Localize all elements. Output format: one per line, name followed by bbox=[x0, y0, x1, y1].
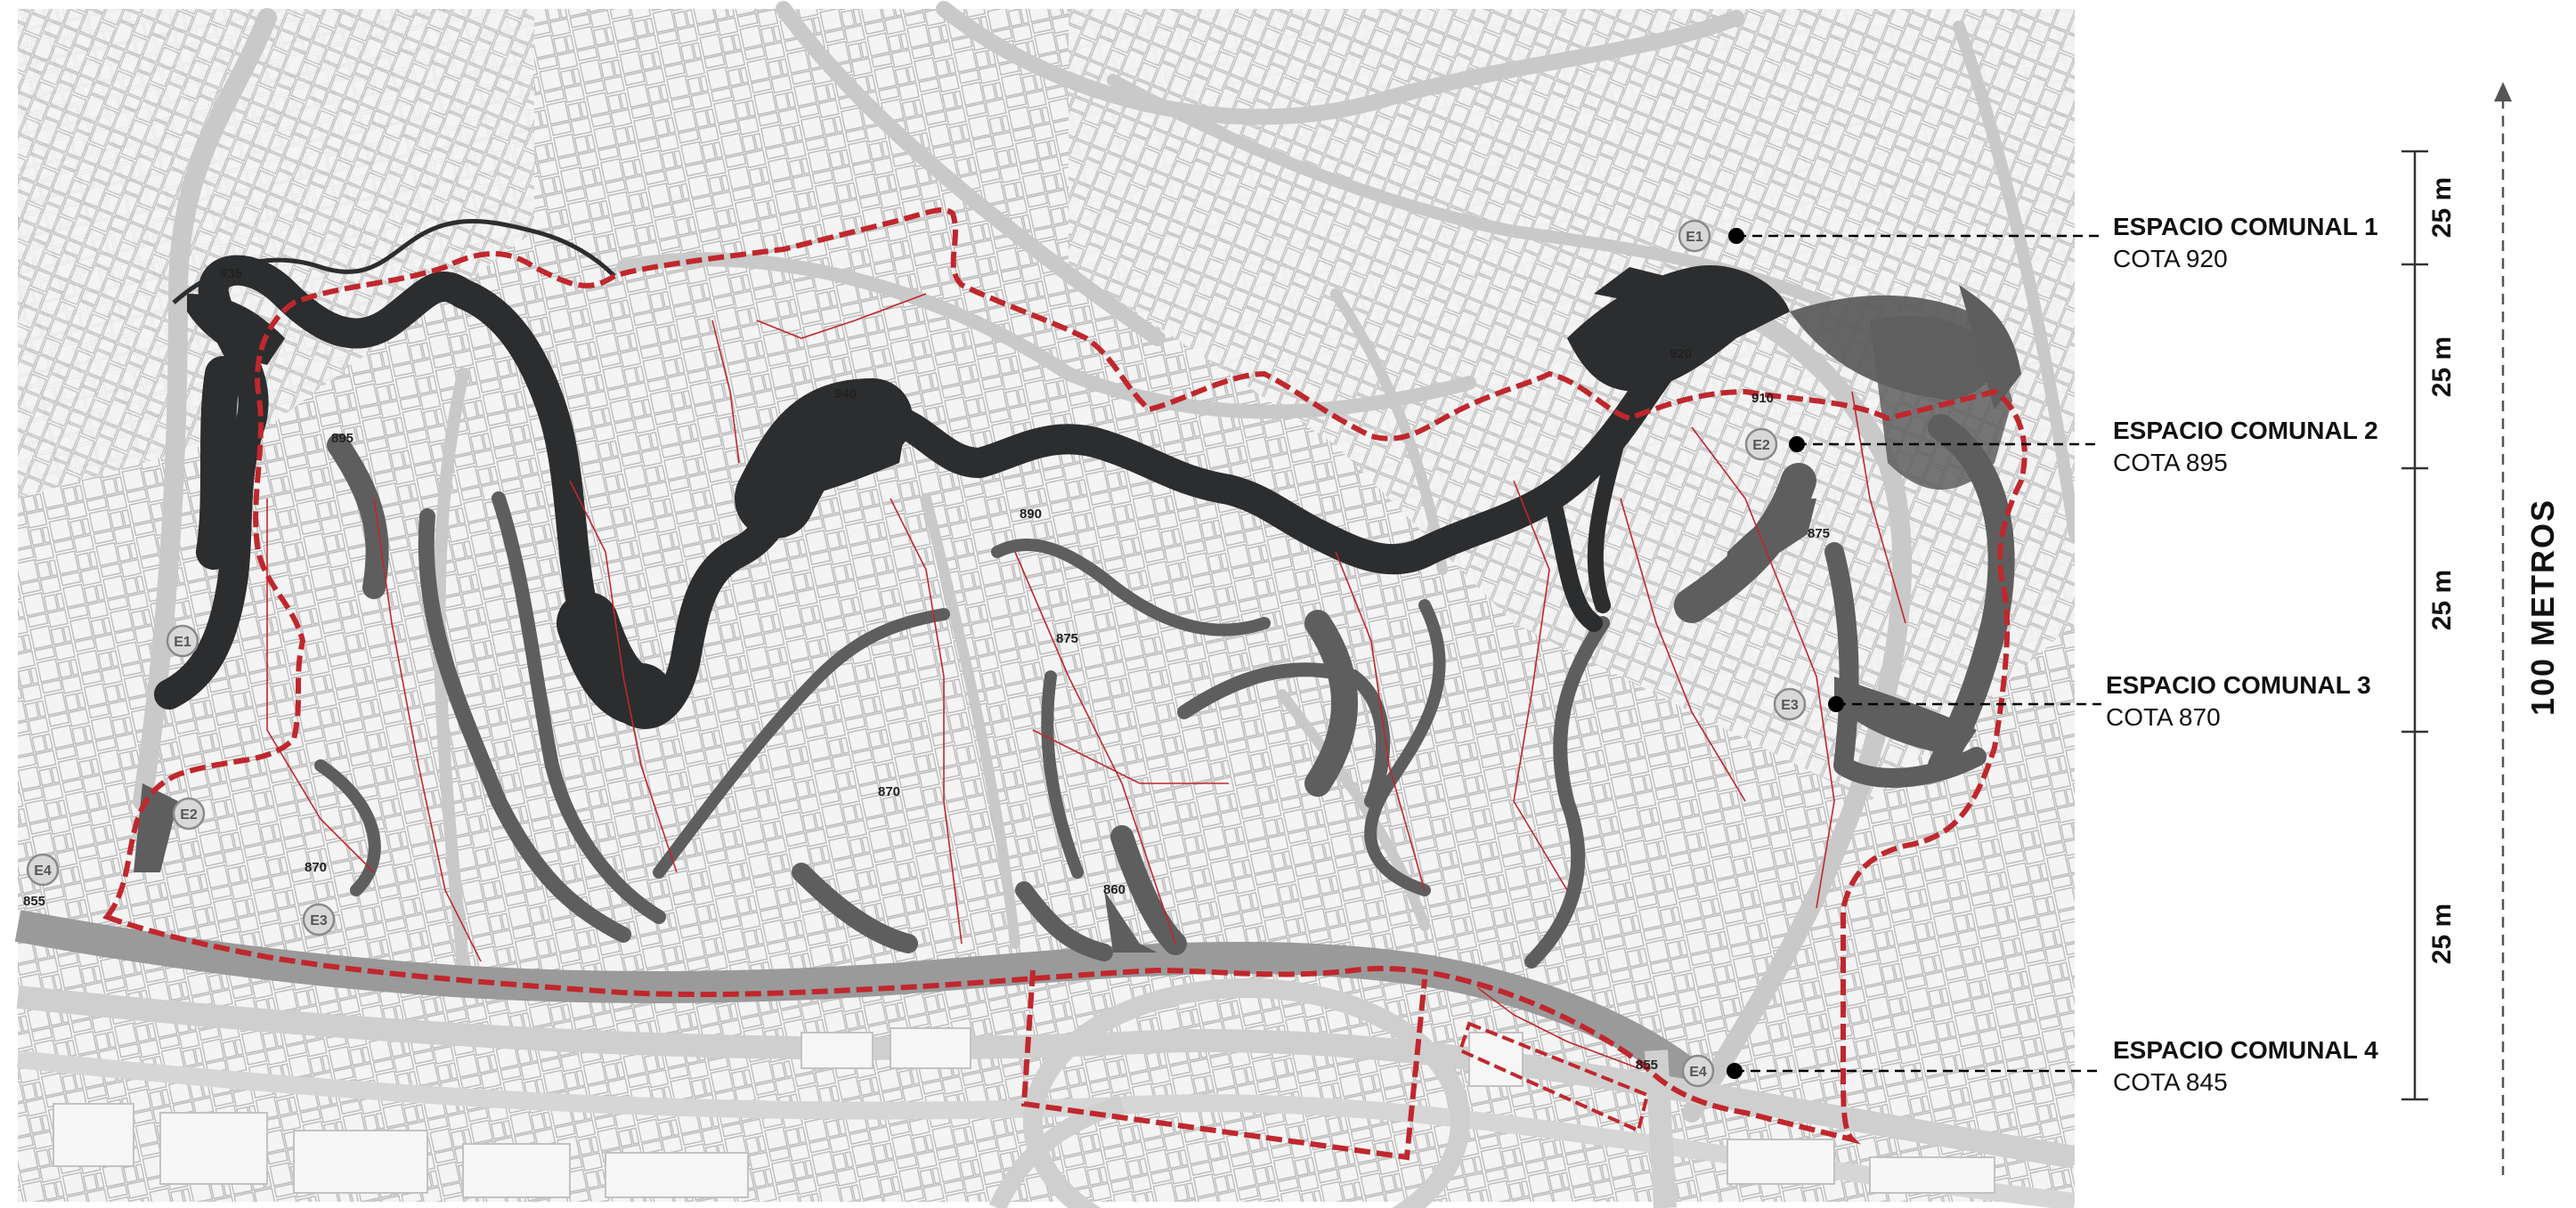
scale-label: 100 METROS bbox=[2524, 499, 2561, 716]
callout-espacio-comunal-2[interactable]: E2 ESPACIO COMUNAL 2 COTA 895 bbox=[1744, 417, 2378, 476]
elevation-label: 895 bbox=[331, 431, 353, 446]
location-badge-icon[interactable] bbox=[1678, 219, 1711, 253]
space-cota: COTA 895 bbox=[2113, 449, 2228, 476]
parcel-lines bbox=[266, 293, 1906, 1069]
space-title: ESPACIO COMUNAL 2 bbox=[2113, 417, 2378, 444]
badge-label: E1 bbox=[174, 635, 191, 650]
badge-label: E3 bbox=[1781, 698, 1799, 713]
space-title: ESPACIO COMUNAL 3 bbox=[2106, 671, 2371, 699]
elevation-label: 890 bbox=[1020, 507, 1042, 522]
badge-label: E2 bbox=[180, 807, 198, 823]
dimension-label: 25 m bbox=[2427, 904, 2457, 964]
space-cota: COTA 845 bbox=[2113, 1068, 2228, 1096]
location-badge-icon[interactable] bbox=[1744, 427, 1778, 461]
west-badges: E1 E2 E3 E4 bbox=[26, 624, 336, 936]
location-badge-icon[interactable]: E4 bbox=[26, 853, 60, 887]
urban-fabric bbox=[18, 9, 2075, 1202]
elevation-label: 920 bbox=[1670, 346, 1692, 361]
location-badge-icon[interactable] bbox=[1773, 687, 1807, 721]
location-badge-icon[interactable]: E2 bbox=[172, 797, 206, 831]
site-boundary bbox=[102, 207, 2027, 1145]
badge-label: E4 bbox=[1689, 1065, 1707, 1080]
callout-espacio-comunal-3[interactable]: E3 ESPACIO COMUNAL 3 COTA 870 bbox=[1773, 671, 2371, 731]
badge-label: E2 bbox=[1752, 438, 1770, 453]
location-badge-icon[interactable]: E1 bbox=[166, 624, 199, 658]
badge-label: E4 bbox=[34, 863, 52, 879]
east-parcel-boundary bbox=[1458, 1021, 1650, 1133]
grey-patches bbox=[134, 285, 2021, 953]
dimension-label: 25 m bbox=[2427, 570, 2457, 630]
lower-blocks bbox=[53, 1027, 1995, 1198]
dimension-labels: 25 m 25 m 25 m 25 m bbox=[2427, 177, 2457, 964]
road-network bbox=[133, 1, 2081, 1123]
legend-panel bbox=[2075, 0, 2576, 1208]
dimension-ruler bbox=[2401, 150, 2428, 1101]
elevation-label: 875 bbox=[1056, 631, 1078, 646]
callout-espacio-comunal-4[interactable]: E4 ESPACIO COMUNAL 4 COTA 845 bbox=[1681, 1036, 2378, 1096]
badge-label: E3 bbox=[310, 913, 328, 928]
elevation-label: 855 bbox=[23, 894, 45, 909]
space-cota: COTA 870 bbox=[2106, 703, 2221, 731]
elevation-label: 910 bbox=[1751, 391, 1774, 406]
elevation-label: 870 bbox=[878, 784, 900, 799]
elevation-labels: 935 895 940 890 875 870 870 860 855 920 … bbox=[23, 266, 1830, 1073]
highway-corridor bbox=[14, 910, 2077, 1208]
elevation-label: 875 bbox=[1808, 526, 1830, 541]
upper-black-path bbox=[172, 218, 616, 304]
elevation-label: 870 bbox=[305, 860, 327, 875]
elevation-label: 935 bbox=[220, 266, 242, 281]
elevation-label: 940 bbox=[834, 386, 857, 401]
space-title: ESPACIO COMUNAL 1 bbox=[2113, 213, 2378, 240]
elevation-label: 855 bbox=[1636, 1058, 1658, 1073]
space-cota: COTA 920 bbox=[2113, 245, 2228, 272]
location-badge-icon[interactable] bbox=[1681, 1054, 1715, 1088]
location-badge-icon[interactable]: E3 bbox=[302, 903, 336, 936]
dimension-label: 25 m bbox=[2427, 177, 2457, 238]
callout-espacio-comunal-1[interactable]: E1 ESPACIO COMUNAL 1 COTA 920 bbox=[1678, 213, 2378, 272]
space-title: ESPACIO COMUNAL 4 bbox=[2113, 1036, 2378, 1064]
badge-label: E1 bbox=[1686, 230, 1703, 245]
space-callouts: E1 ESPACIO COMUNAL 1 COTA 920 E2 ESPACIO… bbox=[1678, 213, 2378, 1096]
dimension-label: 25 m bbox=[2427, 336, 2457, 397]
highway-parcel-boundary bbox=[1020, 969, 1427, 1161]
elevation-label: 860 bbox=[1103, 882, 1125, 897]
scale-arrow-icon bbox=[2494, 82, 2512, 1175]
